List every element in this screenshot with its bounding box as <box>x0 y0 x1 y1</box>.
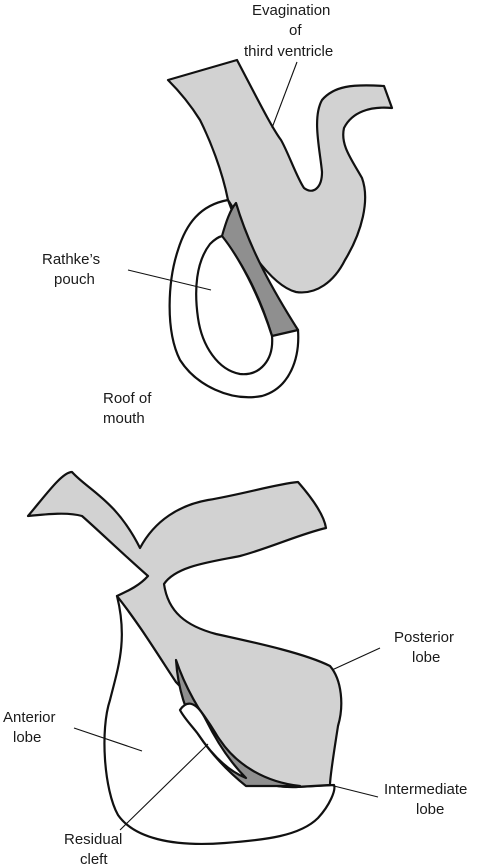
evagination-label-line1: Evagination <box>252 2 330 19</box>
roof-label-line2: mouth <box>103 410 145 427</box>
evagination-label-line3: third ventricle <box>244 43 333 60</box>
rathke-label-line2: pouch <box>54 271 95 288</box>
rathke-leader <box>127 269 212 291</box>
anterior-label-line2: lobe <box>13 729 41 746</box>
rathke-label-line1: Rathke’s <box>42 251 100 268</box>
residual-label-line2: cleft <box>80 851 108 868</box>
residual-cleft-shape <box>178 702 248 780</box>
residual-leader <box>119 743 209 831</box>
intermediate-label-line1: Intermediate <box>384 781 467 798</box>
roof-label-line1: Roof of <box>103 390 152 407</box>
infundibulum-posterior-lobe-shape <box>26 470 343 789</box>
posterior-leader <box>331 647 381 671</box>
posterior-label-line1: Posterior <box>394 629 454 646</box>
rathke-pouch-lumen <box>195 234 274 376</box>
intermediate-leader <box>329 784 379 798</box>
residual-label-line1: Residual <box>64 831 122 848</box>
posterior-label-line2: lobe <box>412 649 440 666</box>
anterior-label-line1: Anterior <box>3 709 56 726</box>
intermediate-label-line2: lobe <box>416 801 444 818</box>
evagination-leader <box>271 61 298 129</box>
anterior-leader <box>73 727 143 752</box>
evagination-label-line2: of <box>289 22 302 39</box>
